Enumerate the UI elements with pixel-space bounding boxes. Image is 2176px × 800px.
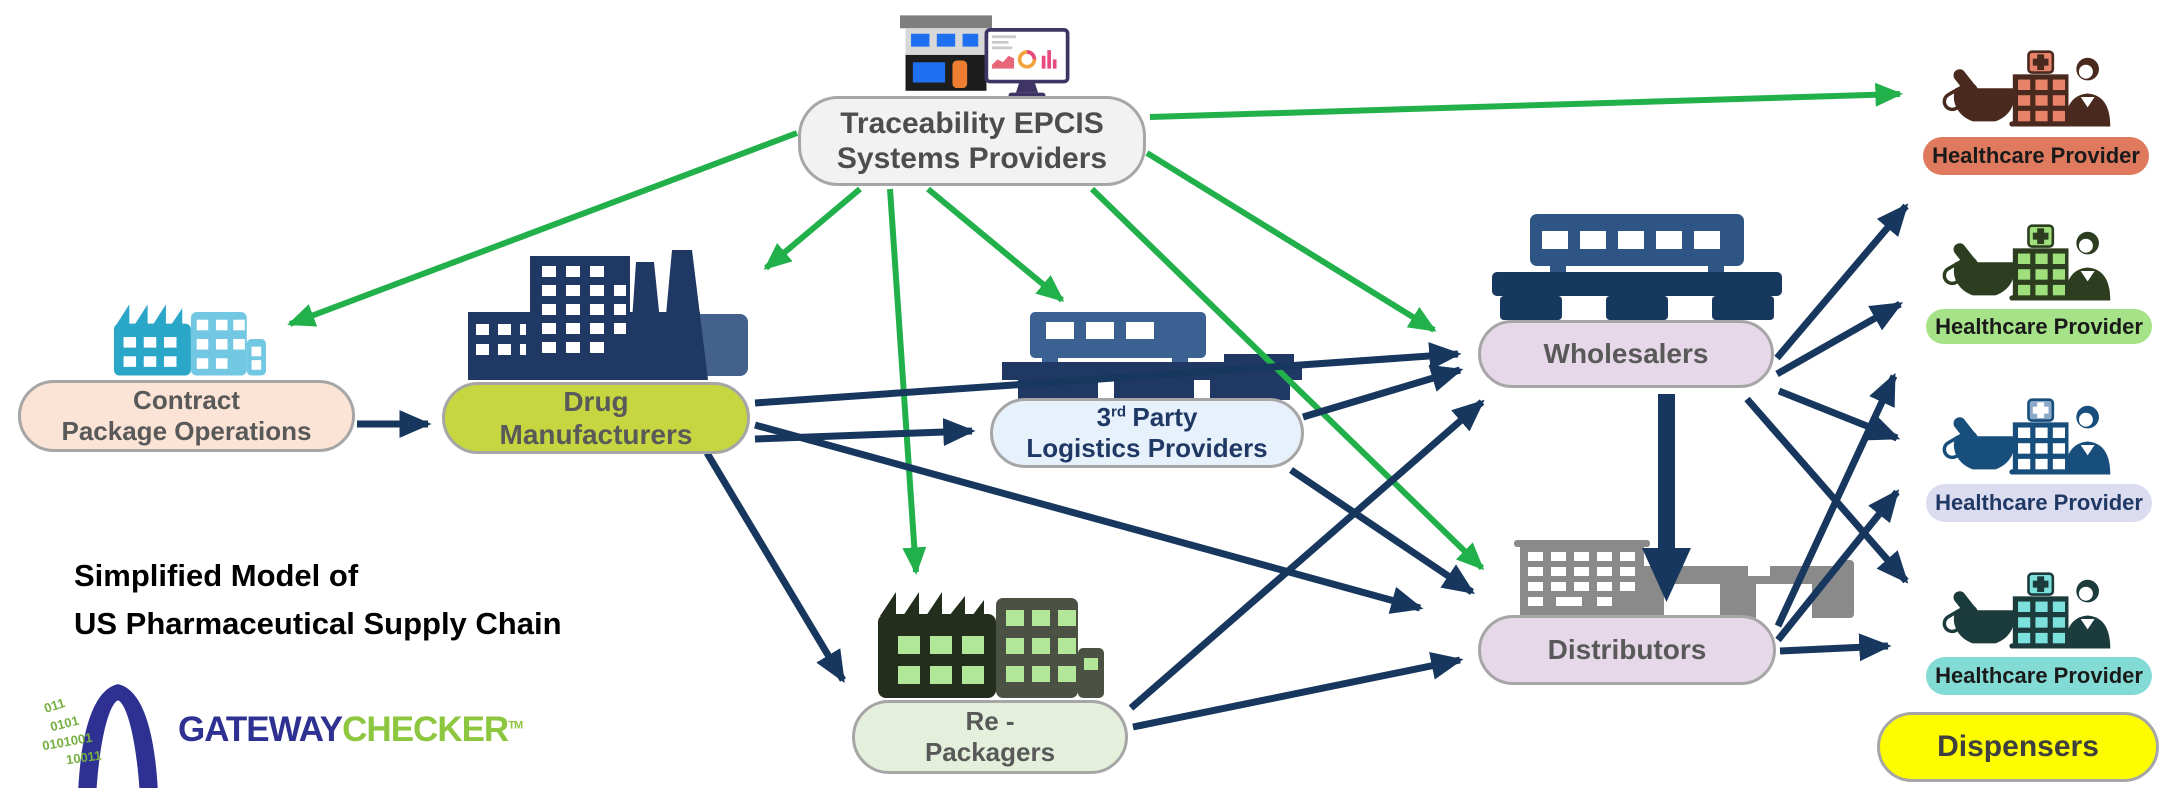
pharmacy-hospital-person-icon [1942, 50, 2111, 127]
node-healthcare-provider-3[interactable]: Healthcare Provider [1926, 484, 2152, 522]
epcis-label-line2: Systems Providers [836, 142, 1108, 175]
edge-re-packagers-to-wholesalers [1128, 399, 1485, 711]
green-factory-icon [878, 592, 1104, 698]
edge-epcis-to-healthcare-provider-1 [1149, 82, 1903, 120]
edge-epcis-to-drug-manufacturers [763, 186, 862, 271]
edge-epcis-to-contract-package-operations [287, 130, 799, 327]
tpl-label-line2: Logistics Providers [1026, 433, 1268, 463]
node-healthcare-provider-1[interactable]: Healthcare Provider [1923, 137, 2149, 175]
edge-epcis-to-distributors [1089, 186, 1485, 571]
node-healthcare-provider-4[interactable]: Healthcare Provider [1926, 657, 2152, 695]
node-drug-manufacturers[interactable]: Drug Manufacturers [442, 382, 750, 454]
navy-factory-icon [468, 250, 748, 380]
rp-label-line1: Re - [965, 706, 1015, 737]
edge-distributors-to-healthcare-provider-3 [1775, 489, 1900, 643]
gray-buildings-icon [1514, 540, 1854, 618]
dispensers-label: Dispensers [1937, 730, 2099, 764]
edge-epcis-to-re-packagers [887, 188, 927, 575]
node-healthcare-provider-2[interactable]: Healthcare Provider [1926, 309, 2152, 344]
epcis-label-line1: Traceability EPCIS [840, 106, 1104, 140]
edge-epcis-to-wholesalers [1145, 150, 1437, 333]
pharmacy-hospital-person-icon [1942, 572, 2111, 649]
gateway-arch-icon [78, 684, 158, 788]
edge-re-packagers-to-distributors [1132, 652, 1464, 731]
node-contract-package-operations[interactable]: Contract Package Operations [18, 380, 355, 452]
node-distributors[interactable]: Distributors [1478, 615, 1776, 685]
gatewaychecker-logo: 011 0101 0101001 10011 GATEWAYCHECKERTM [36, 676, 523, 796]
edge-distributors-to-healthcare-provider-4 [1779, 633, 1892, 662]
cpo-label-line2: Package Operations [61, 416, 312, 446]
node-traceability-epcis-systems-providers[interactable]: Traceability EPCIS Systems Providers [798, 96, 1146, 186]
pallet-crates-icon [1492, 214, 1782, 320]
diagram-title: Simplified Model of US Pharmaceutical Su… [74, 552, 562, 648]
edge-distributors-to-healthcare-provider-2 [1774, 372, 1898, 628]
diagram-title-line1: Simplified Model of [74, 558, 359, 593]
edge-wholesalers-to-distributors [1642, 394, 1691, 602]
rp-label-line2: Packagers [924, 737, 1056, 767]
healthcare-provider-4-label: Healthcare Provider [1935, 663, 2143, 689]
node-re-packagers[interactable]: Re - Packagers [852, 700, 1128, 774]
edge-wholesalers-to-healthcare-provider-1 [1774, 203, 1909, 361]
edge-third-party-logistics-to-wholesalers [1301, 364, 1464, 421]
edge-epcis-to-third-party-logistics [926, 186, 1065, 303]
wholesalers-label: Wholesalers [1543, 338, 1709, 370]
storefront-icon [900, 15, 992, 91]
edge-drug-manufacturers-to-re-packagers [703, 451, 847, 684]
cpo-label-line1: Contract [133, 385, 240, 416]
gatewaychecker-wordmark: GATEWAYCHECKERTM [178, 710, 523, 749]
distributors-label: Distributors [1547, 634, 1707, 666]
edge-wholesalers-to-healthcare-provider-4 [1744, 396, 1909, 584]
healthcare-provider-3-label: Healthcare Provider [1935, 490, 2143, 516]
node-wholesalers[interactable]: Wholesalers [1478, 320, 1774, 388]
edge-wholesalers-to-healthcare-provider-3 [1777, 387, 1901, 442]
edge-drug-manufacturers-to-wholesalers [754, 342, 1462, 407]
pharmacy-hospital-person-icon [1942, 224, 2111, 301]
dm-label-line1: Drug [563, 385, 629, 417]
healthcare-provider-2-label: Healthcare Provider [1935, 313, 2143, 339]
cyan-factory-icon [113, 304, 266, 376]
edge-third-party-logistics-to-distributors [1289, 467, 1475, 595]
node-dispensers[interactable]: Dispensers [1877, 712, 2159, 782]
pharmacy-hospital-person-icon [1942, 398, 2111, 475]
binary-digits: 011 [42, 695, 67, 716]
edge-wholesalers-to-healthcare-provider-2 [1775, 300, 1904, 378]
dashboard-monitor-icon [984, 28, 1070, 99]
diagram-title-line2: US Pharmaceutical Supply Chain [74, 606, 562, 642]
dm-label-line2: Manufacturers [499, 419, 693, 450]
healthcare-provider-1-label: Healthcare Provider [1932, 143, 2140, 169]
edge-drug-manufacturers-to-distributors [754, 421, 1424, 614]
